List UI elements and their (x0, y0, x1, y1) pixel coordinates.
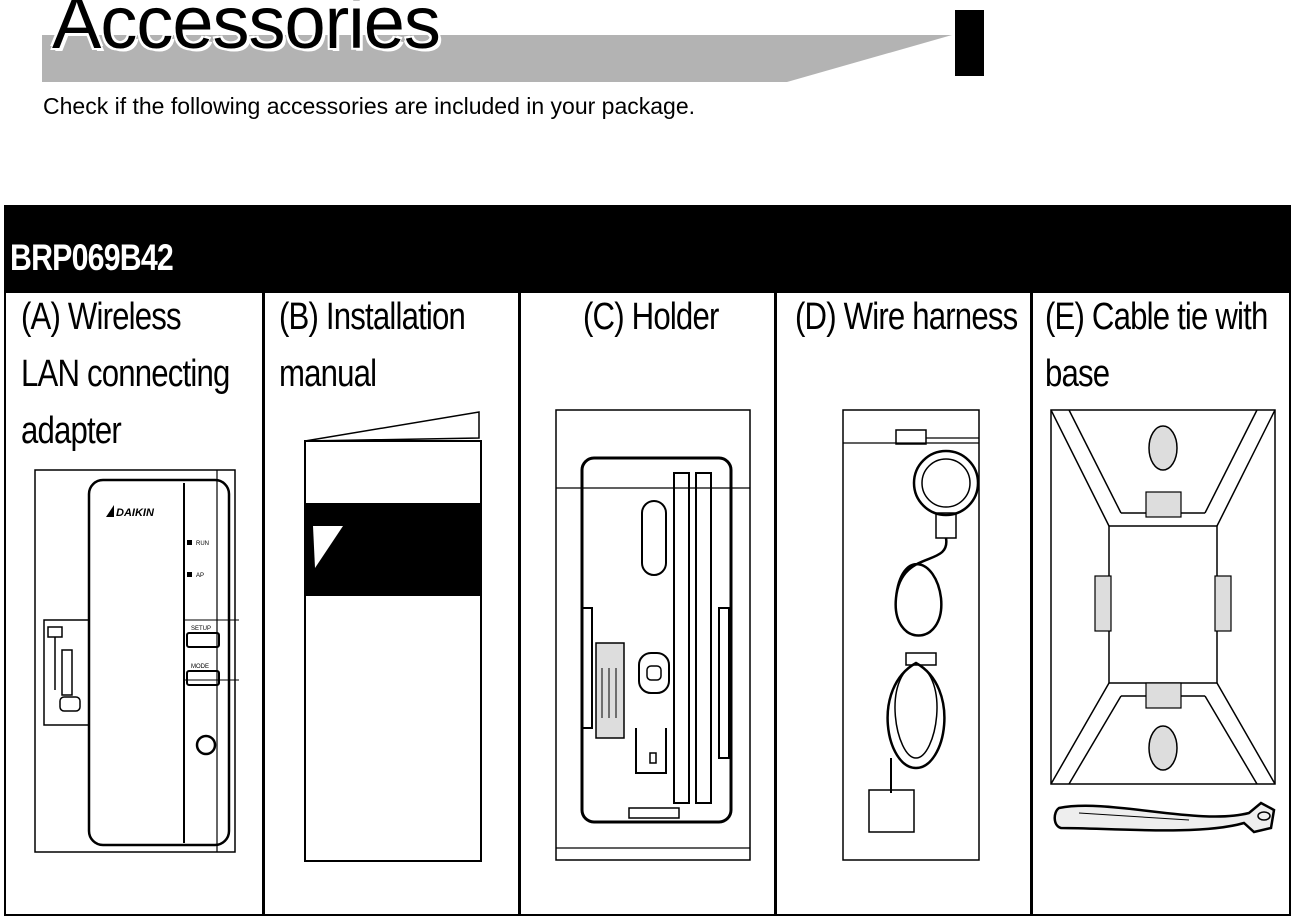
accessory-cell-c: (C) Holder (518, 293, 776, 914)
button-label-setup: SETUP (191, 626, 211, 632)
label-line: manual (279, 353, 377, 395)
intro-text: Check if the following accessories are i… (43, 93, 696, 119)
brand-logo: DAIKIN (116, 507, 155, 519)
page-title: Accessories (52, 0, 441, 64)
led-label-run: RUN (196, 541, 209, 547)
accessory-cell-d: (D) Wire harness (774, 293, 1032, 914)
label-line: (A) Wireless (21, 296, 182, 338)
wire-harness-icon (842, 409, 980, 861)
holder-icon (555, 409, 751, 861)
label-line: (B) Installation (279, 296, 466, 338)
accessory-cell-e: (E) Cable tie with base (1030, 293, 1289, 914)
accessory-label-b: (B) Installation manual (279, 289, 466, 403)
manual-booklet-icon (304, 411, 482, 862)
accessory-cell-b: (B) Installation manual (262, 293, 520, 914)
model-number: BRP069B42 (10, 237, 174, 278)
label-line: (C) Holder (583, 296, 719, 338)
button-label-mode: MODE (191, 664, 209, 670)
section-marker (955, 10, 984, 76)
page-header: Accessories Check if the following acces… (0, 0, 1296, 130)
label-line: (D) Wire harness (795, 296, 1018, 338)
accessory-label-d: (D) Wire harness (795, 289, 1018, 346)
label-line: adapter (21, 410, 122, 452)
label-line: LAN connecting (21, 353, 230, 395)
cable-tie-icon (1050, 409, 1276, 834)
accessory-label-e: (E) Cable tie with base (1045, 289, 1268, 403)
accessory-label-c: (C) Holder (583, 289, 719, 346)
table-header: BRP069B42 (6, 207, 1289, 293)
label-line: (E) Cable tie with (1045, 296, 1268, 338)
accessories-table: BRP069B42 (A) Wireless LAN connecting ad… (4, 205, 1291, 916)
label-line: base (1045, 353, 1110, 395)
wireless-adapter-icon: DAIKIN RUN AP SETUP MODE (34, 469, 239, 853)
accessory-cell-a: (A) Wireless LAN connecting adapter DAIK… (6, 293, 264, 914)
accessory-label-a: (A) Wireless LAN connecting adapter (21, 289, 230, 460)
title-banner (42, 35, 952, 82)
led-label-ap: AP (196, 573, 204, 579)
